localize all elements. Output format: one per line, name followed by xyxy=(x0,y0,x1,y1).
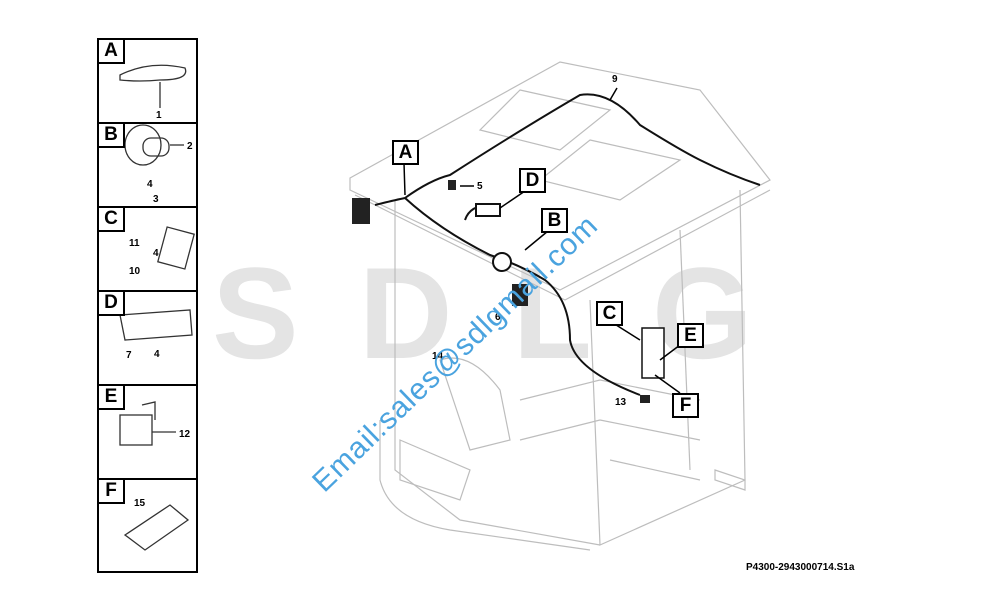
callout-c: C xyxy=(596,301,623,326)
panel-label: E xyxy=(97,384,125,410)
interior-lamp-sketch xyxy=(119,309,193,341)
legend-panel-f: F 15 xyxy=(97,478,198,573)
item-number-9: 9 xyxy=(612,74,618,85)
module-sketch xyxy=(123,504,190,551)
legend-panel-d: D 7 4 xyxy=(97,290,198,385)
clip xyxy=(448,180,456,190)
part-number: 4 xyxy=(153,248,159,259)
legend-part-sketches xyxy=(119,64,195,551)
panel-label: A xyxy=(97,38,125,64)
fan-sketch xyxy=(124,124,162,166)
part-number: 4 xyxy=(154,349,160,360)
callout-d: D xyxy=(519,168,546,193)
part-number: 1 xyxy=(156,110,162,121)
callout-e: E xyxy=(677,323,704,348)
item-number-5: 5 xyxy=(477,181,483,192)
part-number: 15 xyxy=(134,498,146,509)
drawing-reference: P4300-2943000714.S1a xyxy=(746,562,855,573)
harness-components xyxy=(352,180,665,403)
part-number: 10 xyxy=(129,266,141,277)
callout-a: A xyxy=(392,140,419,165)
control-unit xyxy=(641,327,665,379)
cab-outline xyxy=(349,61,771,551)
work-lamp-center xyxy=(512,284,528,306)
control-unit-sketch xyxy=(157,226,195,270)
relay-sketch xyxy=(119,414,153,446)
fan xyxy=(492,252,512,272)
leader-lines xyxy=(403,87,681,394)
panel-label: C xyxy=(97,206,125,232)
part-number: 4 xyxy=(147,179,153,190)
panel-label: B xyxy=(97,122,125,148)
part-number: 7 xyxy=(126,350,132,361)
legend-panel-b: B 2 4 3 xyxy=(97,122,198,207)
part-number: 12 xyxy=(179,429,191,440)
legend-panel-e: E 12 xyxy=(97,384,198,478)
work-lamp-left xyxy=(352,198,370,224)
cable-tie-sketch xyxy=(119,64,187,82)
panel-label: F xyxy=(97,478,125,504)
item-number-14: 14 xyxy=(432,351,444,362)
item-number-13: 13 xyxy=(615,397,627,408)
part-number: 11 xyxy=(129,238,140,249)
item-number-6: 6 xyxy=(495,312,501,323)
callout-b: B xyxy=(541,208,568,233)
part-number: 2 xyxy=(187,141,193,152)
legend-panel-a: A 1 xyxy=(97,38,198,123)
panel-label: D xyxy=(97,290,125,316)
part-number: 3 xyxy=(153,194,159,205)
interior-lamp xyxy=(475,203,501,217)
callout-f: F xyxy=(672,393,699,418)
legend-panel-c: C 11 4 10 xyxy=(97,206,198,291)
connector xyxy=(640,395,650,403)
